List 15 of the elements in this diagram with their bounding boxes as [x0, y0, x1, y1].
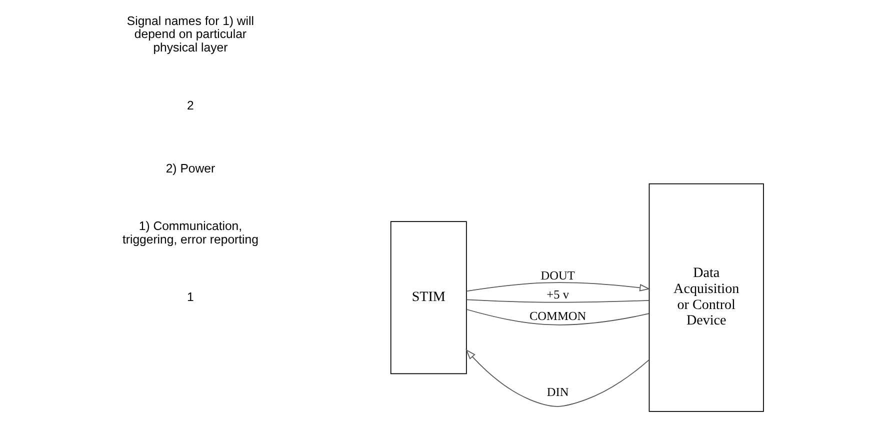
connector: [466, 308, 649, 326]
node-box: Data Acquisition or Control Device: [648, 183, 764, 412]
edge-label: COMMON: [528, 308, 586, 323]
node-box: STIM: [390, 221, 466, 374]
label: 1: [186, 290, 194, 304]
arrow: [466, 282, 650, 292]
label: 2: [186, 98, 194, 112]
label: 1) Communication, triggering, error reporting: [122, 219, 258, 246]
edge-label: +5 v: [546, 288, 568, 302]
label: 2) Power: [165, 162, 215, 176]
arrow: [465, 349, 649, 407]
label: Signal names for 1) will depend on particular physical layer: [126, 14, 254, 54]
edge-label: DIN: [546, 385, 568, 400]
edge-label: DOUT: [540, 268, 574, 282]
connector: [466, 299, 649, 303]
